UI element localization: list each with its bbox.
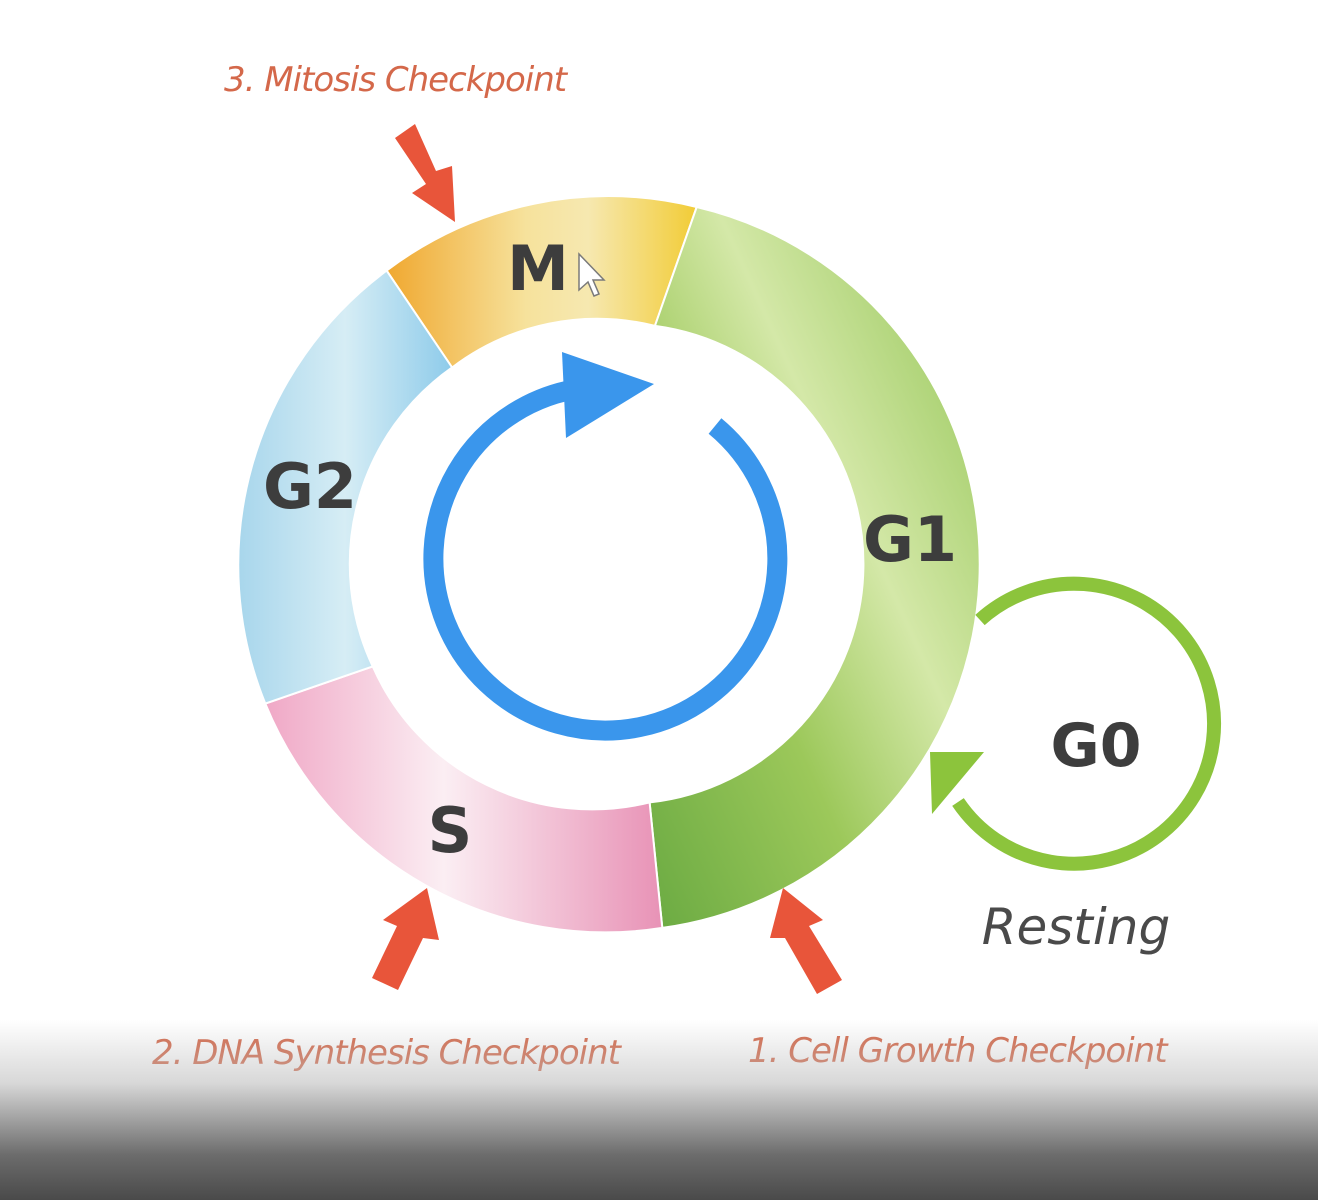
phase-label-g1: G1	[863, 503, 957, 576]
phase-segment-s	[263, 665, 664, 934]
g0-loop-arrow-icon	[930, 576, 1222, 871]
checkpoint-arrow-icon-dna-synthesis	[372, 888, 439, 990]
phase-segment-g1	[648, 205, 981, 930]
phase-segment-g2	[237, 269, 454, 705]
cycle-arrow-icon	[423, 352, 788, 741]
checkpoint-label-cell-growth: 1. Cell Growth Checkpoint	[748, 1031, 1169, 1071]
phase-label-s: S	[428, 794, 473, 867]
phase-label-g0: G0	[1051, 711, 1142, 781]
mouse-pointer-icon	[578, 252, 606, 297]
checkpoint-label-dna-synthesis: 2. DNA Synthesis Checkpoint	[152, 1033, 623, 1073]
phase-label-m: M	[507, 232, 569, 305]
checkpoint-label-mitosis: 3. Mitosis Checkpoint	[224, 60, 569, 100]
phase-label-g2: G2	[263, 450, 357, 523]
checkpoint-arrow-icon-cell-growth	[770, 888, 842, 994]
resting-label: Resting	[982, 898, 1170, 956]
checkpoint-arrow-icon-mitosis	[395, 124, 455, 222]
cell-cycle-ring	[237, 195, 981, 934]
